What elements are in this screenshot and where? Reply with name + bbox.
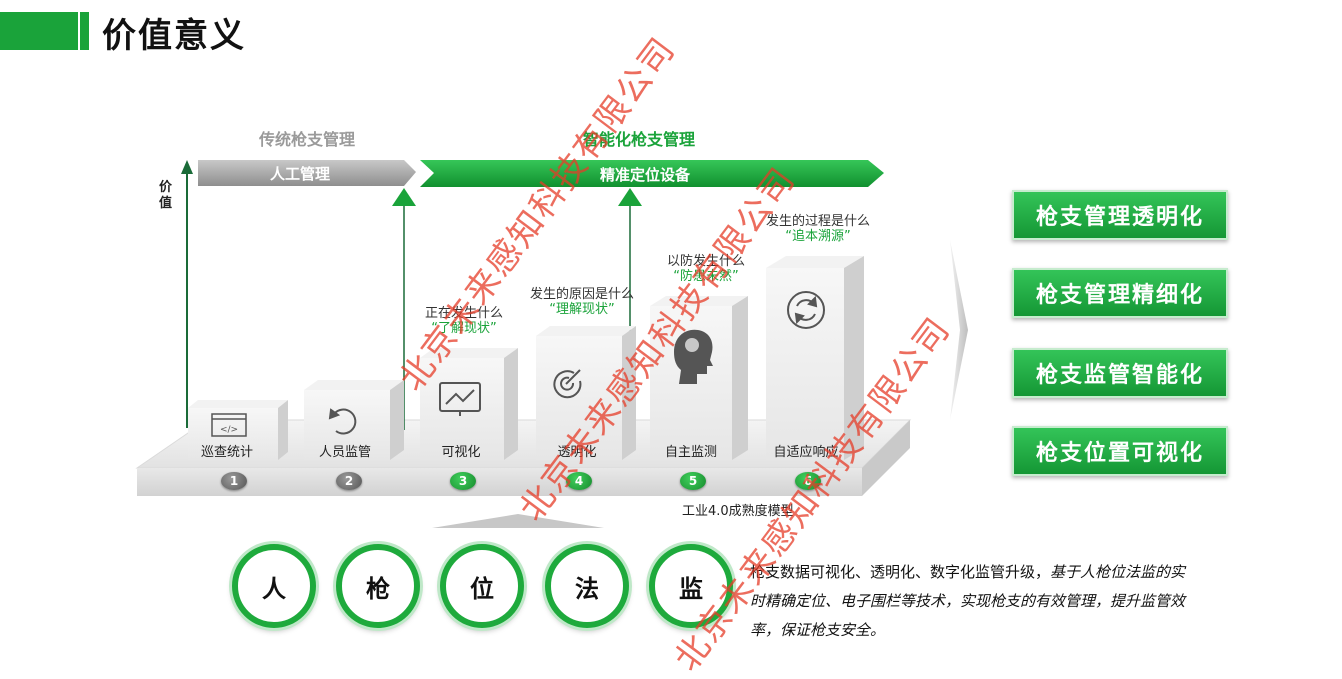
value-axis-arrowhead	[181, 160, 193, 174]
manual-arrow	[198, 160, 416, 186]
question-6: 发生的过程是什么“追本溯源”	[765, 214, 870, 244]
maturity-diagram: </>	[135, 160, 968, 528]
bottom-chevron	[432, 514, 604, 528]
box-3	[420, 348, 518, 460]
cycle-icon	[328, 408, 357, 435]
location-visualization-button[interactable]: 枪支位置可视化	[1012, 426, 1228, 476]
title-accent-bar-small	[80, 12, 89, 50]
column-label-1: 巡查统计	[200, 445, 253, 460]
model-caption: 工业4.0成熟度模型	[682, 504, 794, 519]
manual-arrow-label: 人工管理	[270, 165, 331, 183]
column-label-6: 自适应响应	[773, 445, 839, 460]
big-chevron	[950, 240, 968, 420]
box-2	[304, 380, 404, 460]
platform-side	[862, 420, 910, 496]
box-1	[188, 400, 288, 460]
question-3: 正在发生什么“了解现状”	[424, 306, 503, 336]
column-label-4: 透明化	[557, 445, 597, 460]
circle-person: 人	[232, 544, 316, 628]
refined-management-button[interactable]: 枪支管理精细化	[1012, 268, 1228, 318]
step-badge-5: 5	[680, 472, 706, 490]
marker-triangle-2	[618, 188, 642, 206]
step-badge-4: 4	[566, 472, 592, 490]
smart-supervision-button[interactable]: 枪支监管智能化	[1012, 348, 1228, 398]
question-5: 以防发生什么“防患未然”	[666, 254, 745, 284]
title-accent-bar	[0, 12, 78, 50]
description-text: 枪支数据可视化、透明化、数字化监管升级，基于人枪位法监的实时精确定位、电子围栏等…	[750, 563, 1186, 639]
chart-monitor-icon	[439, 382, 481, 416]
step-badge-3: 3	[450, 472, 476, 490]
platform-front	[137, 468, 862, 496]
step-badge-2: 2	[336, 472, 362, 490]
marker-triangle-1	[392, 188, 416, 206]
page-title: 价值意义	[102, 16, 246, 56]
brain-head-icon	[674, 329, 713, 384]
device-arrow	[420, 160, 884, 187]
column-label-5: 自主监测	[664, 445, 717, 460]
refresh-icon	[787, 291, 825, 329]
circle-supervision: 监	[649, 544, 733, 628]
circle-gun: 枪	[336, 544, 420, 628]
transparent-management-button[interactable]: 枪支管理透明化	[1012, 190, 1228, 240]
phase-smart: 智能化枪支管理	[583, 130, 696, 149]
value-axis-label: 价 值	[159, 180, 173, 211]
step-badge-1: 1	[221, 472, 247, 490]
target-icon	[553, 369, 582, 399]
device-arrow-label: 精准定位设备	[600, 166, 691, 184]
column-label-2: 人员监管	[318, 445, 371, 460]
svg-text:</>: </>	[220, 425, 238, 435]
question-4: 发生的原因是什么“理解现状”	[529, 287, 634, 317]
step-badge-6: 6	[795, 472, 821, 490]
circle-law: 法	[545, 544, 629, 628]
code-window-icon: </>	[211, 413, 247, 437]
box-4	[536, 326, 636, 460]
circle-position: 位	[440, 544, 524, 628]
phase-traditional: 传统枪支管理	[259, 130, 356, 149]
column-label-3: 可视化	[441, 445, 481, 460]
